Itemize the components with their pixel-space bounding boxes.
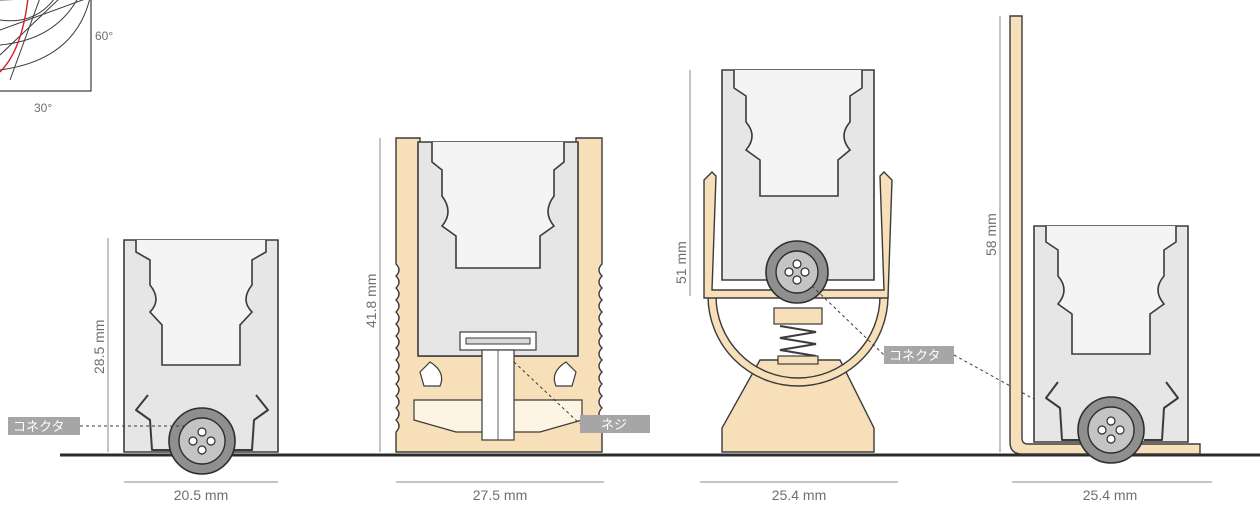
fixture-profile-mount: 41.8 mm 27.5 mm ネジ — [363, 137, 650, 503]
height-label: 58 mm — [983, 213, 999, 256]
width-label: 25.4 mm — [1083, 487, 1137, 503]
screw-icon — [459, 331, 537, 441]
width-label: 20.5 mm — [174, 487, 228, 503]
light-distribution-polar-chart: 60° 30° — [0, 0, 113, 115]
spring-icon — [773, 307, 823, 365]
polar-ray — [0, 0, 84, 31]
spring-clip-right — [1144, 381, 1179, 441]
width-label: 27.5 mm — [473, 487, 527, 503]
intensity-curve — [0, 0, 29, 73]
height-label: 28.5 mm — [91, 320, 107, 374]
l-bracket — [1009, 15, 1201, 455]
width-label: 25.4 mm — [772, 487, 826, 503]
height-label: 41.8 mm — [363, 274, 379, 328]
screw-tag — [580, 415, 650, 433]
polar-arc — [0, 0, 78, 46]
connector-leader-line — [811, 285, 885, 356]
spring-clip-right — [234, 394, 269, 451]
fixture-housing — [1033, 225, 1189, 443]
polar-ray — [9, 0, 40, 81]
height-label: 51 mm — [673, 241, 689, 284]
polar-frame — [0, 0, 92, 92]
polar-arc — [0, 0, 54, 22]
connector-icon — [765, 240, 829, 304]
connector-icon — [168, 407, 236, 475]
connector-leader-line-secondary — [953, 354, 1091, 431]
fixture-l-bracket-mount: 58 mm 25.4 mm — [983, 15, 1212, 503]
spring-clip-left — [135, 394, 170, 451]
clip-bracket — [703, 171, 893, 299]
connector-tag — [884, 346, 954, 364]
connector-tag-label: コネクタ — [13, 420, 64, 435]
swivel-base — [721, 359, 875, 453]
connector-icon — [1077, 396, 1145, 464]
screw-tag-label: ネジ — [601, 418, 627, 433]
connector-tag-label: コネクタ — [889, 349, 940, 364]
angle-label-30: 30° — [34, 101, 52, 115]
polar-arc — [0, 0, 90, 71]
spring-clip-left — [1045, 381, 1080, 441]
fixture-housing — [417, 141, 579, 357]
fixture-clip-mount: 28.5 mm 20.5 mm コネクタ — [8, 238, 279, 503]
angle-label-60: 60° — [95, 29, 113, 43]
fixture-housing — [721, 69, 875, 281]
connector-tag — [8, 417, 80, 435]
fixture-swivel-mount: 51 mm 25.4 mm コネクタ — [673, 69, 1091, 503]
fixture-housing — [123, 239, 279, 453]
